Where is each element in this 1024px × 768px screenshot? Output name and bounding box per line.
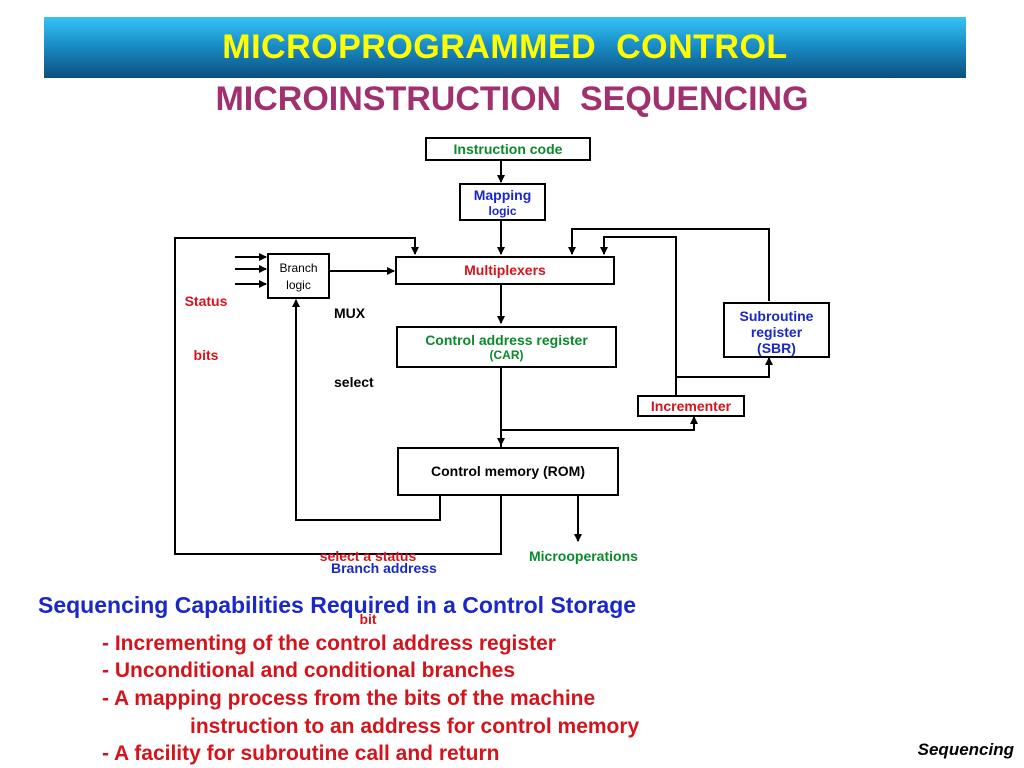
- wire-select-status: [292, 299, 441, 521]
- car-label-1: Control address register: [425, 332, 588, 348]
- select-status-label-1: select a status: [319, 548, 417, 564]
- incrementer-label: Incrementer: [650, 398, 732, 414]
- mapping-logic-box: Mapping logic: [459, 183, 546, 221]
- select-status-label-2: bit: [359, 611, 377, 627]
- mux-select-label-1: MUX: [334, 305, 366, 321]
- status-bits-label-1: Status: [184, 293, 228, 309]
- microoperations-label: Microoperations: [529, 548, 638, 564]
- instruction-code-label: Instruction code: [453, 141, 563, 157]
- capability-item-continuation: instruction to an address for control me…: [190, 715, 640, 738]
- branch-logic-box: Branch logic: [267, 253, 330, 299]
- mux-select-label-2: select: [334, 374, 374, 390]
- mux-select-label: MUX select: [334, 256, 374, 417]
- control-memory-label: Control memory (ROM): [431, 463, 585, 479]
- wire-inc-to-sbr: [676, 357, 773, 378]
- branch-address-label: Branch address: [331, 560, 437, 576]
- capability-item: - A facility for subroutine call and ret…: [102, 742, 500, 765]
- slide-subtitle: MICROINSTRUCTION SEQUENCING: [215, 80, 809, 118]
- incrementer-box: Incrementer: [637, 395, 745, 417]
- branch-logic-label-1: Branch: [279, 261, 318, 275]
- control-memory-box: Control memory (ROM): [397, 447, 619, 496]
- capabilities-heading: Sequencing Capabilities Required in a Co…: [38, 592, 637, 618]
- branch-logic-label-2: logic: [286, 278, 311, 292]
- capability-item: - Unconditional and conditional branches: [102, 659, 516, 682]
- sbr-label-1: Subroutine: [739, 308, 814, 324]
- mapping-logic-label-1: Mapping: [473, 187, 532, 203]
- select-status-label: select a status bit: [300, 504, 436, 651]
- wire-car-to-inc: [501, 416, 698, 431]
- instruction-code-box: Instruction code: [425, 137, 591, 161]
- sbr-label-3: (SBR): [757, 340, 796, 356]
- car-box: Control address register (CAR): [396, 326, 617, 368]
- wire-sbr-to-mux: [568, 228, 770, 301]
- car-label-2: (CAR): [489, 348, 524, 362]
- sbr-box: Subroutine register (SBR): [723, 302, 830, 358]
- title-bar: MICROPROGRAMMED CONTROL: [44, 17, 966, 78]
- slide-title: MICROPROGRAMMED CONTROL: [222, 28, 788, 66]
- status-bits-label: Status bits: [176, 256, 236, 382]
- multiplexers-box: Multiplexers: [395, 256, 615, 285]
- capability-item: - Incrementing of the control address re…: [102, 632, 556, 655]
- wire-branch-address-loop: [174, 237, 502, 555]
- multiplexers-label: Multiplexers: [464, 262, 546, 278]
- wire-inc-to-mux: [600, 236, 677, 395]
- sbr-label-2: register: [750, 324, 803, 340]
- mapping-logic-label-2: logic: [488, 204, 517, 218]
- capability-item: - A mapping process from the bits of the…: [102, 687, 596, 710]
- footer-label: Sequencing: [917, 740, 1014, 759]
- status-bits-label-2: bits: [193, 347, 219, 363]
